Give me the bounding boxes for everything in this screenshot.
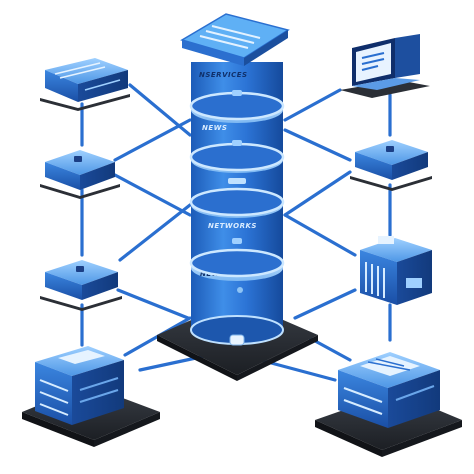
- link-r-d: [283, 213, 357, 257]
- rack-bottom-left-icon: [22, 346, 160, 447]
- link-r-c: [283, 170, 352, 217]
- rack-bottom-right-icon: [315, 352, 462, 457]
- link-l-b: [113, 118, 192, 162]
- link-l-a: [128, 83, 192, 137]
- laptop-top-right-icon: [340, 34, 430, 98]
- central-database: NEWS NETWORKS NEWS: [157, 13, 318, 381]
- link-r-e: [293, 288, 357, 320]
- link-l-c: [113, 173, 192, 217]
- link-l-e: [116, 288, 190, 320]
- server-mid-left-icon: [40, 150, 120, 199]
- segment-4-label: NETWORKS: [208, 222, 257, 230]
- cylinder-segment-4: NETWORKS: [189, 192, 285, 278]
- storage-right-icon: [360, 236, 432, 305]
- link-l-d: [118, 203, 192, 262]
- segment-1-label: NSERVICES: [199, 71, 248, 79]
- server-low-left-icon: [40, 260, 122, 311]
- database-lid: [180, 13, 290, 66]
- server-mid-right-icon: [350, 140, 432, 191]
- link-r-b: [283, 128, 352, 162]
- link-r-a: [283, 88, 342, 122]
- cylinder-segment-1: NSERVICES: [189, 62, 285, 121]
- server-top-left-icon: [40, 58, 130, 111]
- segment-2-label: NEWS: [202, 124, 227, 132]
